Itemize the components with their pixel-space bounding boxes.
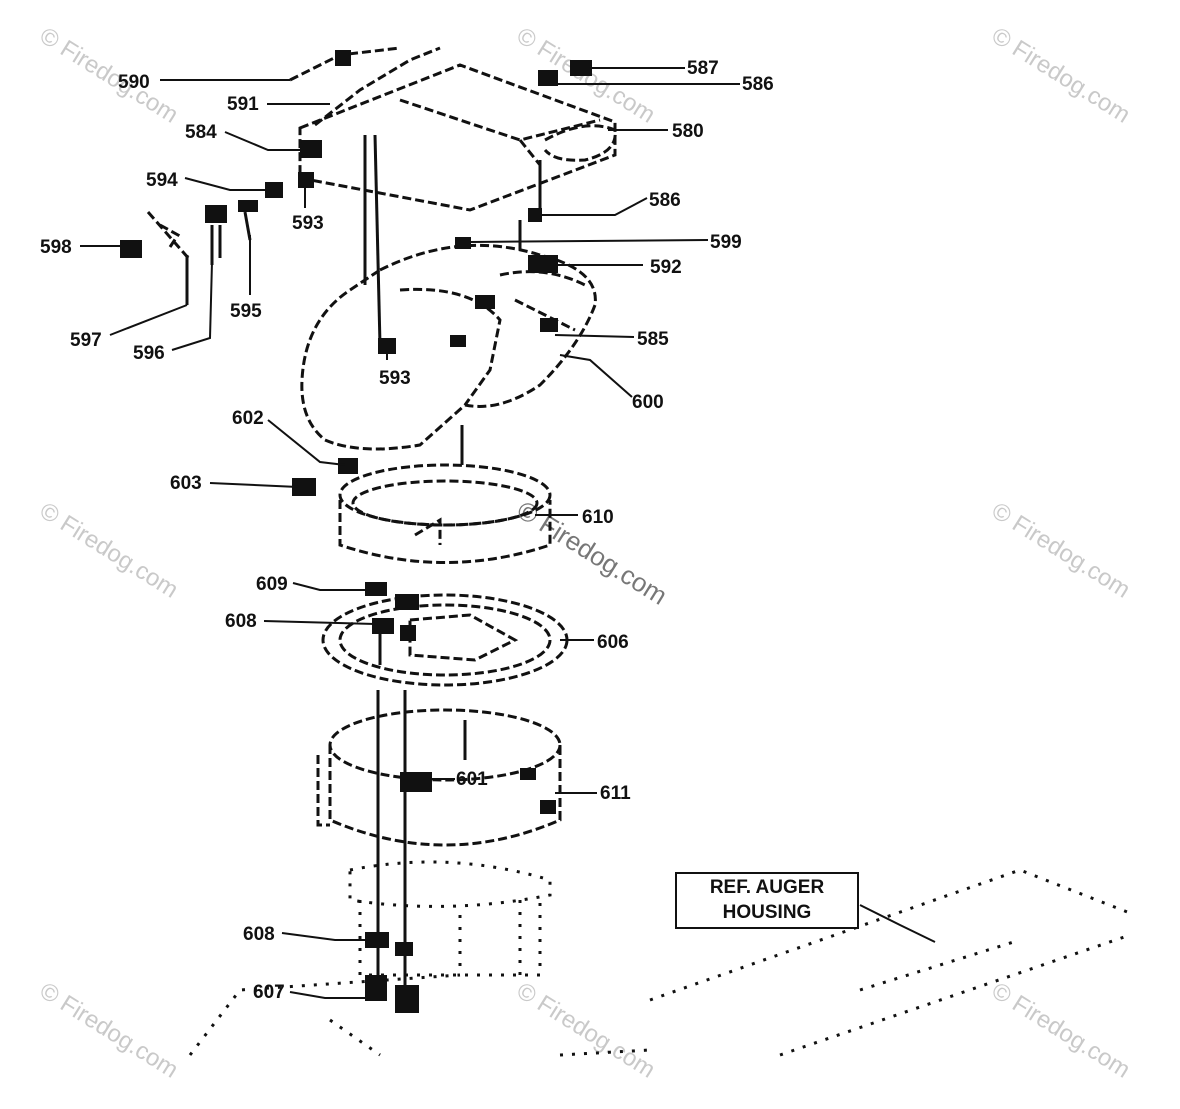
label-603: 603 — [170, 473, 202, 494]
label-585: 585 — [637, 329, 669, 350]
label-586-mid: 586 — [649, 190, 681, 211]
label-593-bottom: 593 — [379, 368, 411, 389]
auger-housing-outline — [188, 860, 1136, 1057]
ring-606 — [321, 593, 569, 687]
label-596: 596 — [133, 343, 165, 364]
label-592: 592 — [650, 257, 682, 278]
crank-handle-parts — [146, 211, 252, 305]
label-595: 595 — [230, 301, 262, 322]
ring-610 — [338, 463, 552, 564]
watermark-bottom-right: © Firedog.com — [987, 977, 1135, 1083]
label-608-bottom: 608 — [243, 924, 275, 945]
label-601: 601 — [456, 769, 488, 790]
label-600: 600 — [632, 392, 664, 413]
label-611: 611 — [600, 783, 631, 804]
label-598: 598 — [40, 237, 72, 258]
discharge-chute — [300, 243, 597, 451]
control-rods — [363, 134, 542, 465]
label-608-top: 608 — [225, 611, 257, 632]
watermark-mid-right: © Firedog.com — [987, 497, 1135, 603]
label-599: 599 — [710, 232, 742, 253]
watermark-bottom-left: © Firedog.com — [35, 977, 183, 1083]
label-597: 597 — [70, 330, 102, 351]
hardware-parts — [120, 50, 592, 1013]
reference-box: REF. AUGER HOUSING — [675, 872, 859, 929]
watermark-mid-left: © Firedog.com — [35, 497, 183, 603]
label-590: 590 — [118, 72, 150, 93]
label-593-top: 593 — [292, 213, 324, 234]
watermark-top-right: © Firedog.com — [987, 22, 1135, 128]
label-606: 606 — [597, 632, 629, 653]
watermark-top-left: © Firedog.com — [35, 22, 183, 128]
label-580: 580 — [672, 121, 704, 142]
label-591: 591 — [227, 94, 259, 115]
label-584: 584 — [185, 122, 217, 143]
label-610: 610 — [582, 507, 614, 528]
label-602: 602 — [232, 408, 264, 429]
part-labels: 587 586 590 591 580 584 594 593 586 598 … — [40, 58, 774, 1003]
label-607: 607 — [253, 982, 285, 1003]
label-594: 594 — [146, 170, 178, 191]
reference-box-line1: REF. AUGER — [710, 877, 825, 898]
leader-lines — [80, 67, 936, 999]
reference-box-line2: HOUSING — [723, 902, 812, 923]
label-586-top: 586 — [742, 74, 774, 95]
watermark-bottom-mid: © Firedog.com — [512, 977, 660, 1083]
ring-611 — [316, 690, 562, 990]
label-587: 587 — [687, 58, 719, 79]
label-609: 609 — [256, 574, 288, 595]
